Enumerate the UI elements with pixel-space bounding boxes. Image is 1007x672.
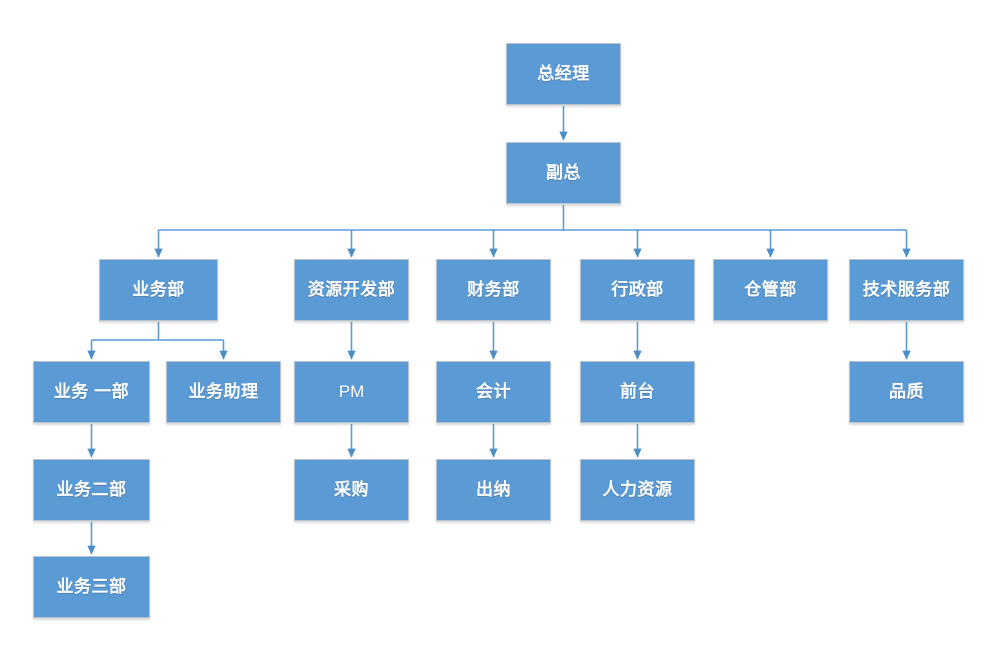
org-node-warehouse[interactable]: 仓管部 xyxy=(713,259,828,321)
org-node-sales3[interactable]: 业务三部 xyxy=(33,556,150,618)
org-node-acct[interactable]: 会计 xyxy=(436,361,551,423)
org-node-purchase[interactable]: 采购 xyxy=(294,459,409,521)
org-node-admin[interactable]: 行政部 xyxy=(580,259,695,321)
org-node-finance[interactable]: 财务部 xyxy=(436,259,551,321)
org-node-vgm[interactable]: 副总 xyxy=(506,142,621,204)
org-node-resdev[interactable]: 资源开发部 xyxy=(294,259,409,321)
org-node-sales[interactable]: 业务部 xyxy=(99,259,218,321)
org-node-sales1[interactable]: 业务 一部 xyxy=(33,361,150,423)
org-node-gm[interactable]: 总经理 xyxy=(506,43,621,105)
org-node-techserv[interactable]: 技术服务部 xyxy=(849,259,964,321)
org-node-front[interactable]: 前台 xyxy=(580,361,695,423)
org-node-hr[interactable]: 人力资源 xyxy=(580,459,695,521)
org-node-salesasst[interactable]: 业务助理 xyxy=(166,361,281,423)
org-node-cashier[interactable]: 出纳 xyxy=(436,459,551,521)
org-node-pm[interactable]: PM xyxy=(294,361,409,423)
org-node-quality[interactable]: 品质 xyxy=(849,361,964,423)
org-node-sales2[interactable]: 业务二部 xyxy=(33,459,150,521)
